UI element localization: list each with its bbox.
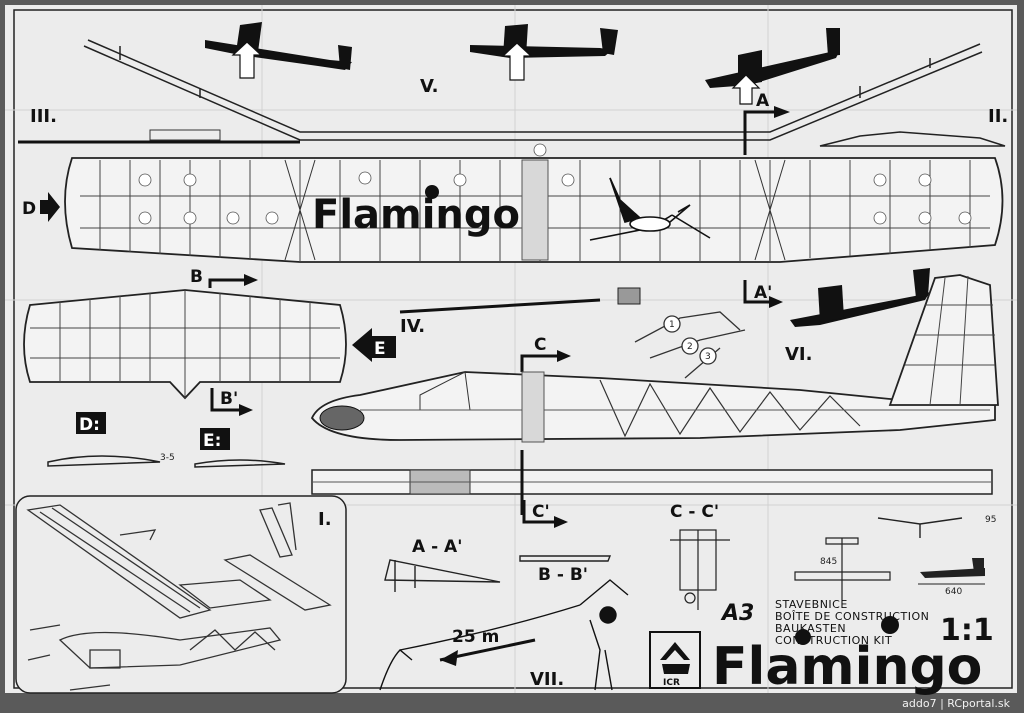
three-view-top [794, 537, 891, 600]
launch-step-3: 3 [705, 352, 711, 362]
fin-side-view [888, 274, 999, 406]
section-marker-c-prime: C' [522, 500, 568, 528]
glider-silhouette-center [470, 24, 618, 81]
scale-label: 1:1 [940, 613, 994, 648]
root-block [149, 129, 221, 141]
towline-arrow [439, 638, 536, 666]
stabilizer-block [617, 287, 641, 305]
towline-length: 25 m [452, 627, 499, 647]
view-ii-label: II. [988, 106, 1008, 127]
section-marker-c: C [520, 335, 571, 398]
section-cc-label: C - C' [670, 502, 719, 522]
section-marker-a: A [743, 91, 790, 155]
dim-length: 640 [945, 587, 962, 597]
svg-text:ICR: ICR [663, 678, 680, 688]
launch-step-1: 1 [669, 320, 675, 330]
section-e-profile: E: [194, 428, 286, 468]
fuselage-side-view [310, 371, 996, 443]
dim-span: 845 [820, 557, 837, 567]
section-marker-d: D [22, 192, 60, 222]
section-cc-drawing [670, 529, 730, 610]
svg-text:D: D [22, 199, 36, 219]
view-v-label: V. [420, 76, 438, 97]
section-marker-b: B [190, 267, 258, 288]
wing-center-section [521, 159, 549, 261]
section-aa-label: A - A' [412, 537, 462, 557]
view-vi-label: VI. [785, 344, 812, 365]
kit-line-1: STAVEBNICE [775, 598, 848, 611]
sheet-border [13, 9, 1013, 689]
three-view-front [877, 517, 963, 538]
svg-text:B': B' [220, 389, 238, 409]
svg-text:E:: E: [203, 431, 221, 451]
fuselage-top-view [311, 450, 993, 515]
bottom-title: Flamingo [712, 637, 982, 697]
title-dot [425, 185, 439, 199]
launch-step-2: 2 [687, 342, 693, 352]
svg-text:A: A [756, 91, 770, 111]
plan-title: Flamingo [312, 192, 520, 238]
dim-height: 95 [985, 515, 996, 525]
section-bb-drawing [519, 555, 612, 562]
section-marker-e: E [352, 328, 396, 362]
section-bb-label: B - B' [538, 565, 588, 585]
section-marker-a-prime: A' [743, 280, 783, 308]
kit-line-3: BAUKASTEN [775, 622, 846, 635]
section-aa-drawing [384, 559, 501, 592]
view-i-label: I. [318, 509, 332, 530]
class-mark: A3 [720, 601, 754, 626]
glider-silhouette-right [705, 28, 840, 105]
tail-side-profile [819, 131, 1006, 147]
launch-figure [379, 579, 629, 691]
three-view-side [918, 558, 985, 585]
stabilizer-plan-view [23, 289, 347, 400]
view-vii-label: VII. [530, 669, 564, 690]
svg-text:D:: D: [79, 415, 100, 435]
stabilizer-section-line [399, 298, 601, 314]
svg-text:A': A' [754, 283, 772, 303]
view-iv-label: IV. [400, 316, 425, 337]
section-d-gap: 3-5 [160, 453, 175, 463]
svg-text:B: B [190, 267, 203, 287]
kit-dot [881, 616, 899, 634]
glider-silhouette-small [790, 268, 930, 327]
photo-credit: addo7 | RCportal.sk [902, 697, 1010, 710]
view-iii-label: III. [30, 106, 57, 127]
exploded-assembly-view: I. [15, 495, 347, 694]
glider-silhouette-left [205, 22, 352, 79]
svg-text:E: E [374, 339, 386, 359]
svg-text:C': C' [532, 502, 550, 522]
svg-text:C: C [534, 335, 546, 355]
section-marker-b-prime: B' [210, 388, 253, 416]
maker-logo: ICR [649, 631, 701, 689]
section-d-profile: D: 3-5 [47, 412, 175, 467]
flamingo-bird-drawing [589, 177, 711, 241]
wing-dihedral-front-view [83, 39, 983, 141]
bottom-title-dot [795, 629, 811, 645]
launch-diagram [634, 311, 746, 379]
wing-plan-view [64, 143, 1004, 263]
